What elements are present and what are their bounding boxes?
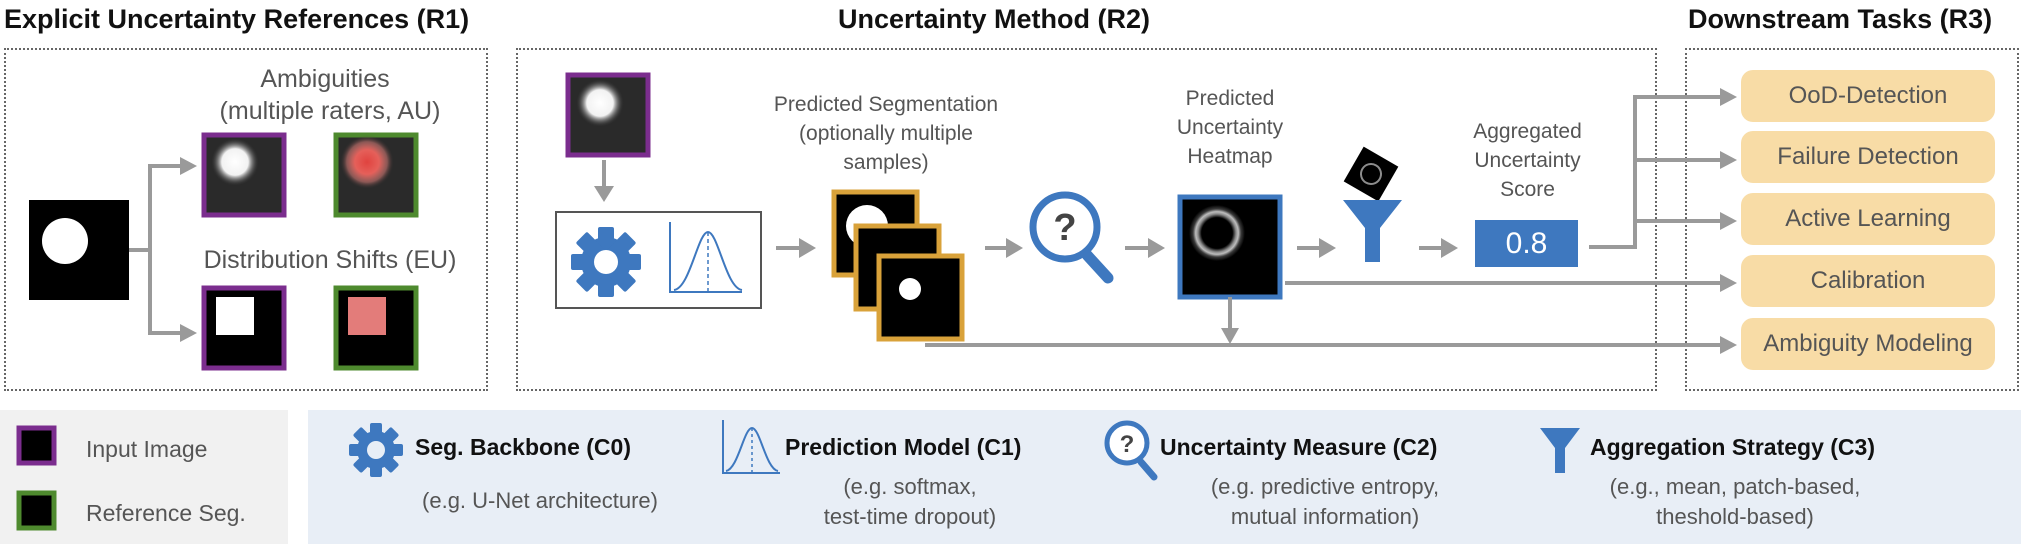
task-ood-detection: OoD-Detection	[1741, 70, 1995, 122]
arrowhead	[1319, 238, 1336, 258]
shifts-label: Distribution Shifts (EU)	[203, 246, 457, 274]
task-connectors	[925, 95, 1722, 347]
arrowhead	[799, 238, 816, 258]
aggregated-score-value: 0.8	[1475, 220, 1578, 267]
r3-title: Downstream Tasks (R3)	[1688, 4, 1993, 34]
r1-box	[4, 48, 488, 391]
svg-text:?: ?	[1053, 207, 1076, 249]
legend-distribution-icon	[722, 420, 780, 474]
legend-c0-sub: (e.g. U-Net architecture)	[422, 488, 658, 513]
pred-seg-label-line2: (optionally multiple	[799, 122, 973, 145]
task-calibration: Calibration	[1741, 255, 1995, 307]
arrowhead	[1148, 238, 1165, 258]
legend-reference-label: Reference Seg.	[86, 500, 246, 526]
legend-funnel-icon	[1540, 428, 1580, 473]
prediction-sample-3	[876, 253, 965, 342]
gear-icon	[571, 227, 641, 297]
magnifier-question-icon: ?	[1029, 191, 1114, 284]
pred-seg-label-line3: samples)	[843, 151, 929, 174]
legend-components	[308, 410, 2021, 544]
aggregated-label-line3: Score	[1500, 178, 1555, 201]
r2-input-image	[565, 72, 651, 158]
arrowhead	[1720, 212, 1737, 230]
r1-branch-arrows	[129, 164, 182, 335]
arrowhead	[180, 324, 197, 342]
arrowhead	[1720, 274, 1737, 292]
svg-text:?: ?	[1120, 431, 1135, 458]
ambiguity-input-image	[201, 132, 287, 218]
legend-magnifier-icon: ?	[1104, 420, 1158, 481]
legend-c1-title: Prediction Model (C1)	[785, 434, 1022, 460]
legend-c1-sub-line1: (e.g. softmax,	[843, 474, 977, 499]
r1-title: Explicit Uncertainty References (R1)	[4, 4, 470, 34]
ambiguity-reference-seg	[333, 132, 419, 218]
heatmap-label-line1: Predicted	[1185, 87, 1275, 110]
heatmap-label-line2: Uncertainty	[1176, 116, 1284, 139]
legend-c3-title: Aggregation Strategy (C3)	[1590, 434, 1875, 460]
ambiguities-sublabel: (multiple raters, AU)	[219, 97, 441, 125]
uncertainty-heatmap-image	[1177, 194, 1283, 300]
arrowhead	[180, 157, 197, 175]
arrowhead	[1720, 336, 1737, 354]
legend-input-label: Input Image	[86, 436, 208, 462]
distribution-icon	[669, 222, 743, 293]
task-failure-detection: Failure Detection	[1741, 131, 1995, 183]
legend-c0-title: Seg. Backbone (C0)	[415, 434, 631, 460]
legend-c3-sub-line2: theshold-based)	[1656, 504, 1814, 529]
legend-c2-title: Uncertainty Measure (C2)	[1160, 434, 1438, 460]
shift-input-image	[201, 285, 287, 371]
legend-reference-swatch	[16, 490, 57, 531]
arrowhead	[1006, 238, 1023, 258]
aggregated-label-line2: Uncertainty	[1474, 149, 1581, 172]
arrowhead	[1720, 151, 1737, 169]
legend-c3-sub-line1: (e.g., mean, patch-based,	[1609, 474, 1861, 499]
task-active-learning: Active Learning	[1741, 193, 1995, 245]
legend-c2-sub-line2: mutual information)	[1230, 504, 1420, 529]
heatmap-label-line3: Heatmap	[1187, 145, 1273, 168]
legend-c2-sub-line1: (e.g. predictive entropy,	[1210, 474, 1440, 499]
arrowhead	[1720, 88, 1737, 106]
r2-title: Uncertainty Method (R2)	[838, 4, 1151, 34]
shift-reference-seg	[333, 285, 419, 371]
arrowhead	[1221, 328, 1239, 344]
task-ambiguity-modeling: Ambiguity Modeling	[1741, 318, 1995, 370]
arrowhead	[594, 186, 614, 202]
r1-source-image	[29, 200, 129, 300]
legend-gear-icon	[349, 423, 403, 477]
funnel-icon	[1343, 146, 1402, 262]
aggregated-label-line1: Aggregated	[1473, 120, 1582, 143]
legend-c1-sub-line2: test-time dropout)	[823, 504, 997, 529]
legend-input-swatch	[16, 425, 57, 466]
arrowhead	[1441, 238, 1458, 258]
ambiguities-label: Ambiguities	[260, 65, 390, 93]
pred-seg-label-line1: Predicted Segmentation	[773, 93, 999, 116]
